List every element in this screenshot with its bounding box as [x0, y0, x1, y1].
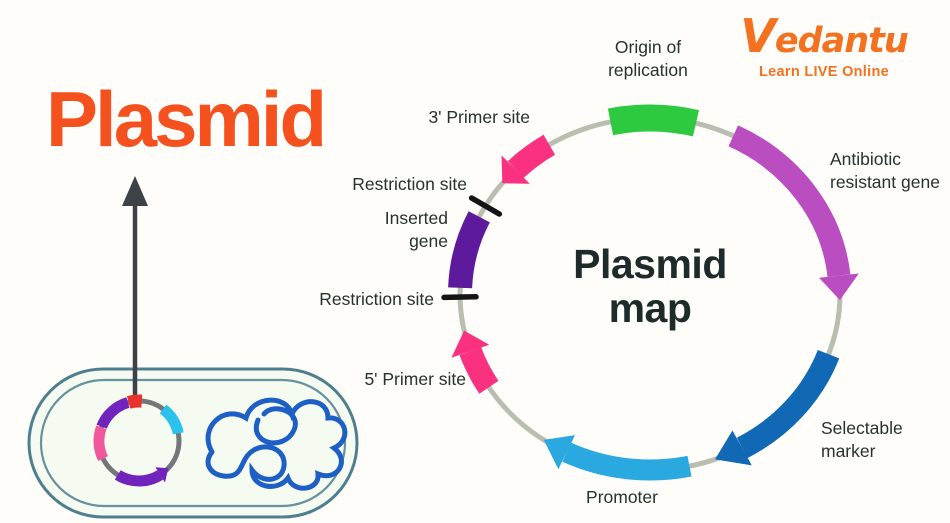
segment-mini-segment-purple-upper [96, 397, 130, 429]
label-inserted-gene: Inserted gene [384, 208, 448, 252]
segment-antibiotic-resistant-gene [728, 125, 851, 278]
label-5-prime-primer-site: 5' Primer site [364, 369, 466, 389]
segment-origin-of-replication [607, 104, 700, 137]
page-title: Plasmid [46, 75, 327, 163]
label-restriction-site-lower: Restriction site [319, 289, 434, 309]
segment-primer-5-arrowhead [451, 330, 490, 358]
chromosomal-dna [205, 397, 348, 491]
pointer-arrowhead [122, 176, 148, 206]
chromosomal-dna-loop [253, 406, 298, 446]
vedantu-tagline: Learn LIVE Online [759, 63, 889, 80]
segment-promoter-arrowhead [543, 435, 576, 470]
label-3-prime-primer-site: 3' Primer site [428, 107, 530, 127]
label-origin-of-replication: Origin of replication [608, 37, 688, 81]
segment-mini-segment-cyan [159, 404, 184, 435]
segment-primer-3 [507, 134, 556, 179]
segment-selectable-marker-arrowhead [714, 430, 752, 466]
segment-antibiotic-resistant-gene-arrowhead [819, 273, 859, 301]
bacterium-cell [27, 367, 359, 519]
segment-promoter [562, 442, 692, 481]
segment-mini-segment-purple-lower [114, 470, 164, 487]
segment-mini-insert-red [126, 394, 143, 409]
restriction-site-tick [441, 294, 479, 301]
segment-primer-5 [459, 347, 499, 394]
vedantu-wordmark: Vedantu [740, 9, 909, 63]
segment-primer-3-arrowhead [501, 155, 530, 184]
label-promoter: Promoter [586, 487, 658, 507]
restriction-site-tick [468, 195, 503, 217]
segment-inserted-gene [448, 211, 490, 289]
segment-mini-segment-purple-lower-arrowhead [155, 467, 169, 483]
bacterium-inner-membrane [39, 378, 347, 508]
bacterium-outer-membrane [27, 367, 359, 519]
vedantu-logo: Vedantu Learn LIVE Online [733, 10, 915, 80]
map-center-title: Plasmid map [573, 241, 727, 332]
label-antibiotic-resistant-gene: Antibiotic resistant gene [830, 149, 940, 193]
mini-plasmid [93, 394, 184, 487]
plasmid-map [441, 104, 859, 481]
label-restriction-site-upper: Restriction site [352, 174, 467, 194]
segment-selectable-marker [736, 349, 840, 459]
label-selectable-marker: Selectable marker [821, 418, 903, 462]
segment-mini-segment-pink [93, 425, 109, 461]
